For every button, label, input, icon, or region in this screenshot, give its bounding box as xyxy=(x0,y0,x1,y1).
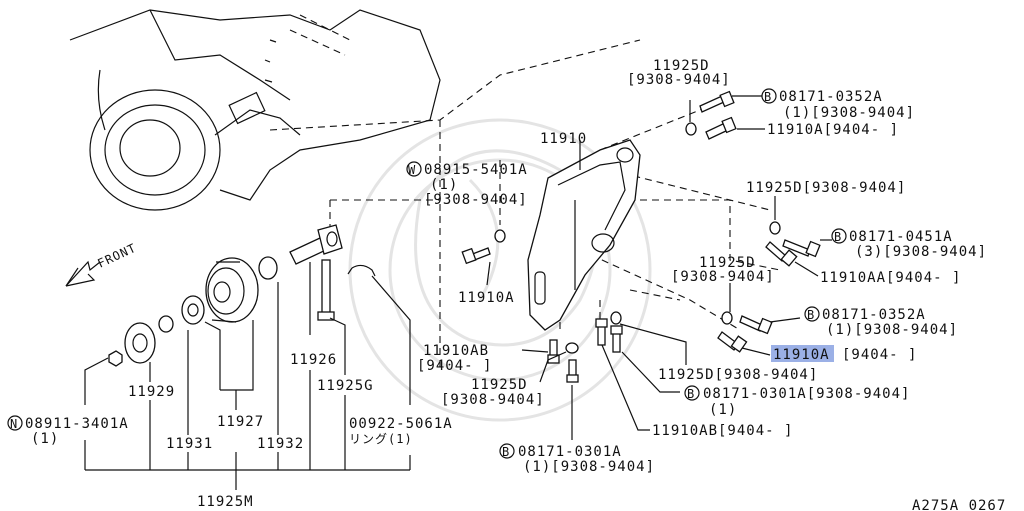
label-11925D-lower-range: [9308-9404] xyxy=(671,269,775,285)
badges: B W B B B B N xyxy=(7,88,847,459)
washer-11925D-lower xyxy=(721,311,733,325)
label-11925D-bottom[interactable]: 11925D[9308-9404] xyxy=(658,367,818,383)
bolt-08171-0301A-right xyxy=(610,325,623,353)
label-08171-0352A-top[interactable]: 08171-0352A xyxy=(779,89,883,105)
spacer-11931 xyxy=(158,315,174,333)
label-08915-qty: (1) xyxy=(430,177,458,193)
label-11910AB-left[interactable]: 11910AB xyxy=(423,343,489,359)
ring-00922-5061A xyxy=(347,264,376,277)
label-08171-0451A-qty: (3)[9308-9404] xyxy=(855,244,987,260)
bracket-11910 xyxy=(527,139,641,331)
label-11927[interactable]: 11927 xyxy=(217,414,264,430)
bolt-08171-0301A-bottom xyxy=(566,359,579,383)
label-00922-5061A[interactable]: 00922-5061A xyxy=(349,416,453,432)
washer-11932 xyxy=(258,256,278,280)
label-11925G[interactable]: 11925G xyxy=(317,378,374,394)
label-08171-0352A-low-qty: (1)[9308-9404] xyxy=(826,322,958,338)
label-11910A-top[interactable]: 11910A[9404- ] xyxy=(767,122,899,138)
fasteners-left xyxy=(461,229,579,383)
label-11925D-left-range: [9308-9404] xyxy=(441,392,545,408)
badge-b-icon: B xyxy=(834,230,842,244)
label-11932[interactable]: 11932 xyxy=(257,436,304,452)
label-08171-0301A-right-qty: (1) xyxy=(709,402,737,418)
label-11925D-mid[interactable]: 11925D[9308-9404] xyxy=(746,180,906,196)
washer-11925D-bottom xyxy=(610,311,622,325)
badge-b-icon: B xyxy=(502,445,510,459)
label-00922-ring: リング(1) xyxy=(349,432,413,446)
shaft-11925G xyxy=(289,224,343,265)
label-08171-0451A[interactable]: 08171-0451A xyxy=(849,229,953,245)
badge-b-icon: B xyxy=(807,308,815,322)
badge-w-icon: W xyxy=(408,163,416,177)
label-08915-5401A[interactable]: 08915-5401A xyxy=(424,162,528,178)
label-11926[interactable]: 11926 xyxy=(290,352,337,368)
bolt-11910A-left xyxy=(461,247,491,265)
washer-11925D-left xyxy=(565,342,579,354)
badge-n-icon: N xyxy=(10,417,18,431)
leader-lines xyxy=(84,95,832,490)
fasteners-right xyxy=(595,90,821,353)
cover-11929 xyxy=(124,322,156,364)
idler-pulley-assembly xyxy=(108,224,376,367)
label-11931[interactable]: 11931 xyxy=(166,436,213,452)
front-arrow: FRONT xyxy=(65,241,139,287)
bolt-11910AB-right xyxy=(595,318,608,346)
bolt-08171-0352A-top xyxy=(699,90,735,113)
bolt-11910A-hl xyxy=(717,331,748,353)
bolt-11910A-top xyxy=(705,116,737,140)
label-08911-3401A[interactable]: 08911-3401A xyxy=(25,416,129,432)
bolt-08171-0451A xyxy=(782,239,821,258)
label-11910A-highlight[interactable]: 11910A xyxy=(773,347,830,363)
highlight-11910A[interactable] xyxy=(771,345,834,362)
label-11925D-top[interactable]: 11925D xyxy=(653,58,710,74)
label-11925D-lower[interactable]: 11925D xyxy=(699,255,756,271)
nut-08911-3401A xyxy=(108,350,123,367)
label-08171-0352A-low[interactable]: 08171-0352A xyxy=(822,307,926,323)
label-11910AB-left-range: [9404- ] xyxy=(417,358,492,374)
label-11925D-left[interactable]: 11925D xyxy=(471,377,528,393)
label-11929[interactable]: 11929 xyxy=(128,384,175,400)
bolt-11910AA xyxy=(765,241,798,267)
label-11910A-left[interactable]: 11910A xyxy=(458,290,515,306)
label-11910AB-right[interactable]: 11910AB[9404- ] xyxy=(652,423,793,439)
stud-11926 xyxy=(317,259,335,321)
label-11910[interactable]: 11910 xyxy=(540,131,587,147)
washer-08915 xyxy=(494,229,506,243)
badge-b-icon: B xyxy=(764,90,772,104)
label-08915-range: [9308-9404] xyxy=(424,192,528,208)
label-11910AA[interactable]: 11910AA[9404- ] xyxy=(820,270,961,286)
bearing-11931 xyxy=(181,295,205,325)
pulley-11927 xyxy=(205,257,259,323)
reference-code: A275A 0267 xyxy=(912,498,1006,511)
engine-block xyxy=(69,9,441,211)
label-11925D-top-range: [9308-9404] xyxy=(627,72,731,88)
washer-11925D-top xyxy=(685,122,697,136)
label-08171-0301A-right[interactable]: 08171-0301A[9308-9404] xyxy=(703,386,910,402)
label-11910A-highlight-range: [9404- ] xyxy=(842,347,917,363)
front-label: FRONT xyxy=(95,241,138,271)
bolt-08171-0352A-low xyxy=(739,315,773,335)
washer-11925D-mid xyxy=(769,221,781,235)
label-08171-0301A-bottom-qty: (1)[9308-9404] xyxy=(523,459,655,475)
label-11925M[interactable]: 11925M xyxy=(197,494,254,510)
badge-b-icon: B xyxy=(687,387,695,401)
part-labels: 11925D [9308-9404] 08171-0352A (1)[9308-… xyxy=(25,58,1006,511)
bolt-11910AB-left xyxy=(547,339,560,364)
label-08171-0301A-bottom[interactable]: 08171-0301A xyxy=(518,444,622,460)
label-08171-0352A-top-qty: (1)[9308-9404] xyxy=(783,105,915,121)
label-08911-qty: (1) xyxy=(31,431,59,447)
